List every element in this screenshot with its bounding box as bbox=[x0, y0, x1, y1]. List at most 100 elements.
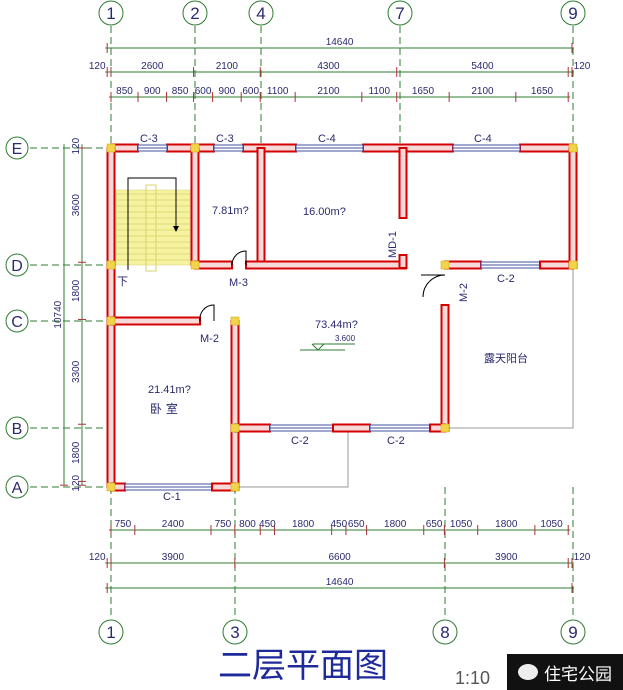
dimension-value: 900 bbox=[144, 86, 161, 97]
dimension-value: 2100 bbox=[317, 86, 340, 97]
column bbox=[106, 316, 116, 326]
watermark-text: 住宅公园 bbox=[544, 664, 612, 685]
axis-label: E bbox=[12, 141, 23, 158]
dimension-value: 10740 bbox=[53, 300, 64, 328]
window-label-c3a: C-3 bbox=[140, 133, 158, 145]
wall bbox=[398, 254, 408, 269]
window-label-c2-balcony: C-2 bbox=[497, 273, 515, 285]
door-label-m2-bedroom: M-2 bbox=[200, 333, 219, 345]
wall bbox=[568, 147, 578, 269]
column bbox=[106, 482, 116, 492]
door-label-m2-balcony: M-2 bbox=[458, 283, 470, 302]
dimension-value: 800 bbox=[239, 519, 256, 530]
dimension-value: 750 bbox=[115, 519, 132, 530]
balcony-outline bbox=[235, 265, 574, 488]
dimension-value: 2400 bbox=[162, 519, 185, 530]
dimension-value: 1650 bbox=[412, 86, 435, 97]
dimension-value: 650 bbox=[426, 519, 443, 530]
dimension-value: 1100 bbox=[267, 86, 289, 97]
dimension-value: 2100 bbox=[216, 61, 239, 72]
dimension-value: 120 bbox=[574, 552, 591, 563]
wechat-icon bbox=[518, 664, 538, 680]
dimension-value: 1800 bbox=[71, 279, 82, 302]
axis-label: 7 bbox=[395, 4, 404, 23]
elevation-mark bbox=[300, 343, 355, 351]
dimension-value: 6600 bbox=[328, 552, 351, 563]
dimension-value: 1050 bbox=[450, 519, 473, 530]
column bbox=[106, 260, 116, 270]
dimension-value: 850 bbox=[172, 86, 189, 97]
axis-label: B bbox=[12, 421, 23, 438]
dimension-value: 120 bbox=[71, 475, 82, 492]
elevation-value: 3.600 bbox=[335, 334, 356, 343]
column bbox=[230, 482, 240, 492]
dimension-value: 3600 bbox=[71, 194, 82, 217]
door-label-md1: MD-1 bbox=[387, 231, 399, 258]
wall bbox=[230, 320, 240, 491]
dimension-value: 4300 bbox=[317, 61, 340, 72]
dimension-value: 1800 bbox=[292, 519, 315, 530]
dimension-value: 5400 bbox=[471, 61, 494, 72]
axis-label: 3 bbox=[230, 623, 239, 642]
window-label-c2b: C-2 bbox=[387, 435, 405, 447]
wall bbox=[362, 143, 454, 153]
axis-bubble bbox=[5, 309, 29, 333]
axis-label: 9 bbox=[568, 623, 577, 642]
axis-bubble bbox=[5, 253, 29, 277]
balcony-name: 露天阳台 bbox=[484, 351, 528, 365]
dimension-value: 3300 bbox=[71, 360, 82, 383]
doors bbox=[199, 250, 446, 322]
axis-label: 2 bbox=[190, 4, 199, 23]
window-label-c1: C-1 bbox=[163, 491, 181, 503]
dimension-value: 2100 bbox=[471, 86, 494, 97]
watermark: 住宅公园 bbox=[507, 654, 623, 690]
column bbox=[230, 316, 240, 326]
wall bbox=[256, 147, 266, 266]
axis-bubble bbox=[387, 0, 413, 26]
axis-bubble bbox=[182, 0, 208, 26]
axis-label: 9 bbox=[568, 4, 577, 23]
dimension-value: 1100 bbox=[369, 86, 391, 97]
door-label-m3: M-3 bbox=[229, 277, 248, 289]
axis-bubble bbox=[432, 619, 458, 645]
hall-area: 73.44m? bbox=[315, 319, 358, 331]
dimension-value: 1800 bbox=[495, 519, 518, 530]
wall bbox=[245, 260, 407, 270]
axis-bubble bbox=[560, 619, 586, 645]
dimension-value: 120 bbox=[89, 61, 106, 72]
wall bbox=[194, 260, 233, 270]
dimension-value: 14640 bbox=[326, 37, 354, 48]
window-label-c4b: C-4 bbox=[474, 133, 492, 145]
axis-label: C bbox=[11, 314, 23, 331]
wall bbox=[190, 147, 200, 266]
axis-label: 1 bbox=[106, 4, 115, 23]
dimension-value: 2600 bbox=[141, 61, 164, 72]
wall bbox=[110, 316, 201, 326]
window-label-c3b: C-3 bbox=[216, 133, 234, 145]
dimension-value: 1800 bbox=[384, 519, 407, 530]
dimension-value: 3900 bbox=[495, 552, 518, 563]
axis-label: 1 bbox=[106, 623, 115, 642]
dimension-value: 600 bbox=[195, 86, 212, 97]
column bbox=[568, 143, 578, 153]
axis-bubble bbox=[98, 619, 124, 645]
window-label-c2a: C-2 bbox=[291, 435, 309, 447]
staircase bbox=[115, 177, 191, 272]
column bbox=[440, 423, 450, 433]
drawing-title: 二层平面图 bbox=[218, 646, 388, 686]
column bbox=[190, 143, 200, 153]
dimension-value: 1050 bbox=[540, 519, 563, 530]
dimension-value: 600 bbox=[242, 86, 259, 97]
room-area-small: 7.81m? bbox=[212, 205, 249, 217]
bedroom-name: 卧 室 bbox=[150, 401, 178, 416]
axis-label: D bbox=[11, 258, 23, 275]
dimension-value: 850 bbox=[116, 86, 133, 97]
column bbox=[568, 260, 578, 270]
axis-label: 8 bbox=[440, 623, 449, 642]
bedroom-area: 21.41m? bbox=[148, 384, 191, 396]
column bbox=[230, 423, 240, 433]
